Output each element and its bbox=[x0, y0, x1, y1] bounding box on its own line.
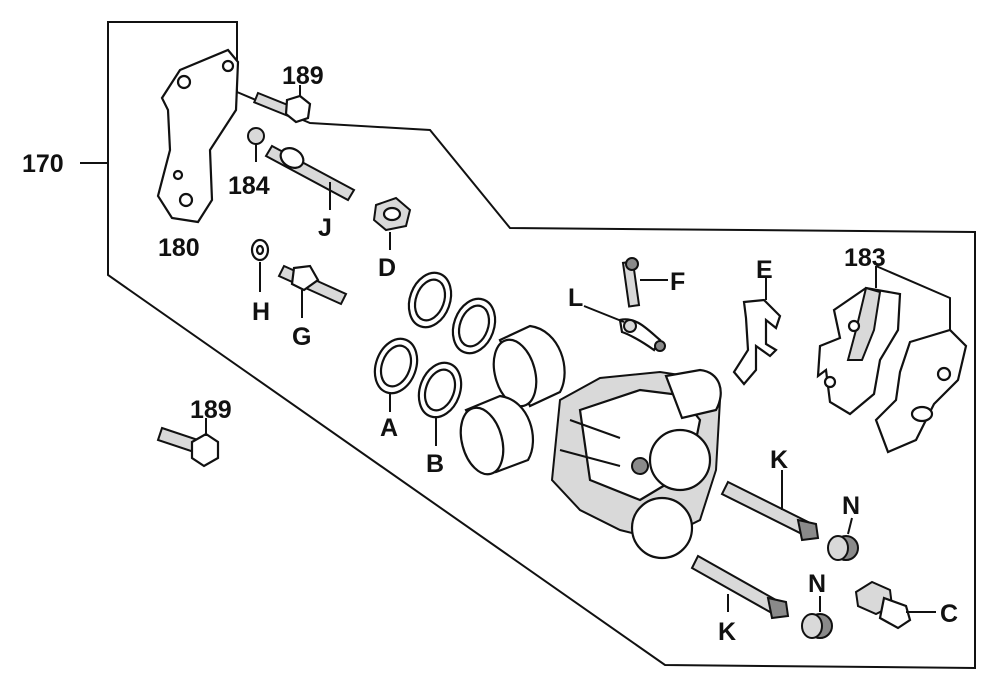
pad-pins bbox=[690, 480, 820, 620]
bleeder-valve bbox=[621, 257, 641, 308]
label-l: L bbox=[568, 284, 583, 312]
pad-set-leader-2 bbox=[875, 265, 951, 330]
label-c: C bbox=[940, 600, 958, 628]
label-f: F bbox=[670, 268, 685, 296]
sealing-washer bbox=[250, 238, 270, 262]
hose-fitting-leader bbox=[583, 305, 625, 323]
label-189-top: 189 bbox=[282, 62, 324, 90]
label-k-upper: K bbox=[770, 446, 788, 474]
bleeder-cap bbox=[247, 127, 265, 162]
pad-spring bbox=[732, 298, 782, 386]
label-g: G bbox=[292, 323, 311, 351]
brake-hose-fitting bbox=[618, 318, 666, 352]
pin-plugs bbox=[801, 535, 859, 639]
mounting-bolt-lower bbox=[156, 426, 220, 468]
label-n-upper: N bbox=[842, 492, 860, 520]
banjo-fitting bbox=[372, 196, 412, 232]
label-170: 170 bbox=[22, 150, 64, 178]
label-b: B bbox=[426, 450, 444, 478]
label-n-lower: N bbox=[808, 570, 826, 598]
label-d: D bbox=[378, 254, 396, 282]
label-184: 184 bbox=[228, 172, 270, 200]
label-k-lower: K bbox=[718, 618, 736, 646]
guide-pin bbox=[264, 144, 356, 202]
caliper-body bbox=[550, 368, 722, 560]
label-e: E bbox=[756, 256, 773, 284]
label-h: H bbox=[252, 298, 270, 326]
label-183: 183 bbox=[844, 244, 886, 272]
plug-upper-leader bbox=[847, 517, 853, 535]
banjo-bolt bbox=[854, 580, 912, 630]
label-180: 180 bbox=[158, 234, 200, 262]
pistons bbox=[459, 324, 566, 476]
mounting-bolt-upper bbox=[252, 91, 312, 124]
label-j: J bbox=[318, 214, 332, 242]
brake-pads bbox=[816, 286, 968, 454]
label-189-bottom: 189 bbox=[190, 396, 232, 424]
mounting-bracket bbox=[156, 48, 240, 224]
piston-seals bbox=[373, 271, 497, 419]
label-a: A bbox=[380, 414, 398, 442]
bleeder-screw bbox=[277, 264, 348, 306]
